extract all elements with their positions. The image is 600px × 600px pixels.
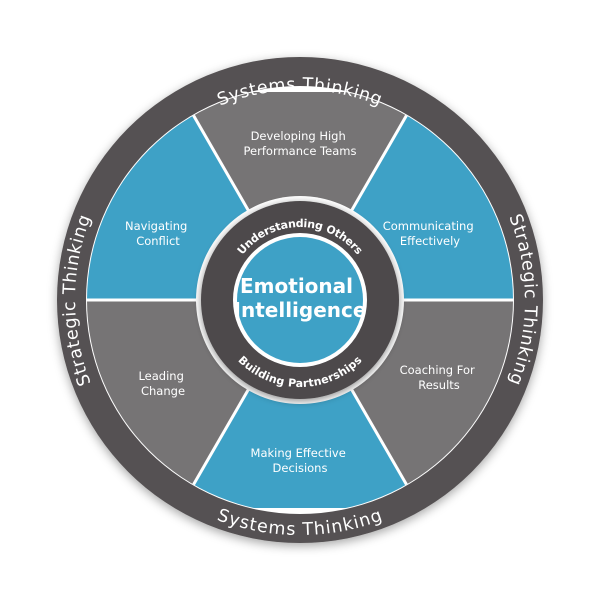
segment-label-bottom-left: Leading Change xyxy=(138,369,187,398)
segment-label-top-left: Navigating Conflict xyxy=(125,219,191,248)
segment-label-bottom-right: Coaching For Results xyxy=(400,363,479,392)
segment-label-bottom: Making Effective Decisions xyxy=(251,446,350,475)
segment-label-top: Developing High Performance Teams xyxy=(244,129,357,158)
center-title: Emotional Intelligence xyxy=(234,274,367,322)
center-circle xyxy=(237,237,363,363)
segment-label-top-right: Communicating Effectively xyxy=(383,219,478,248)
